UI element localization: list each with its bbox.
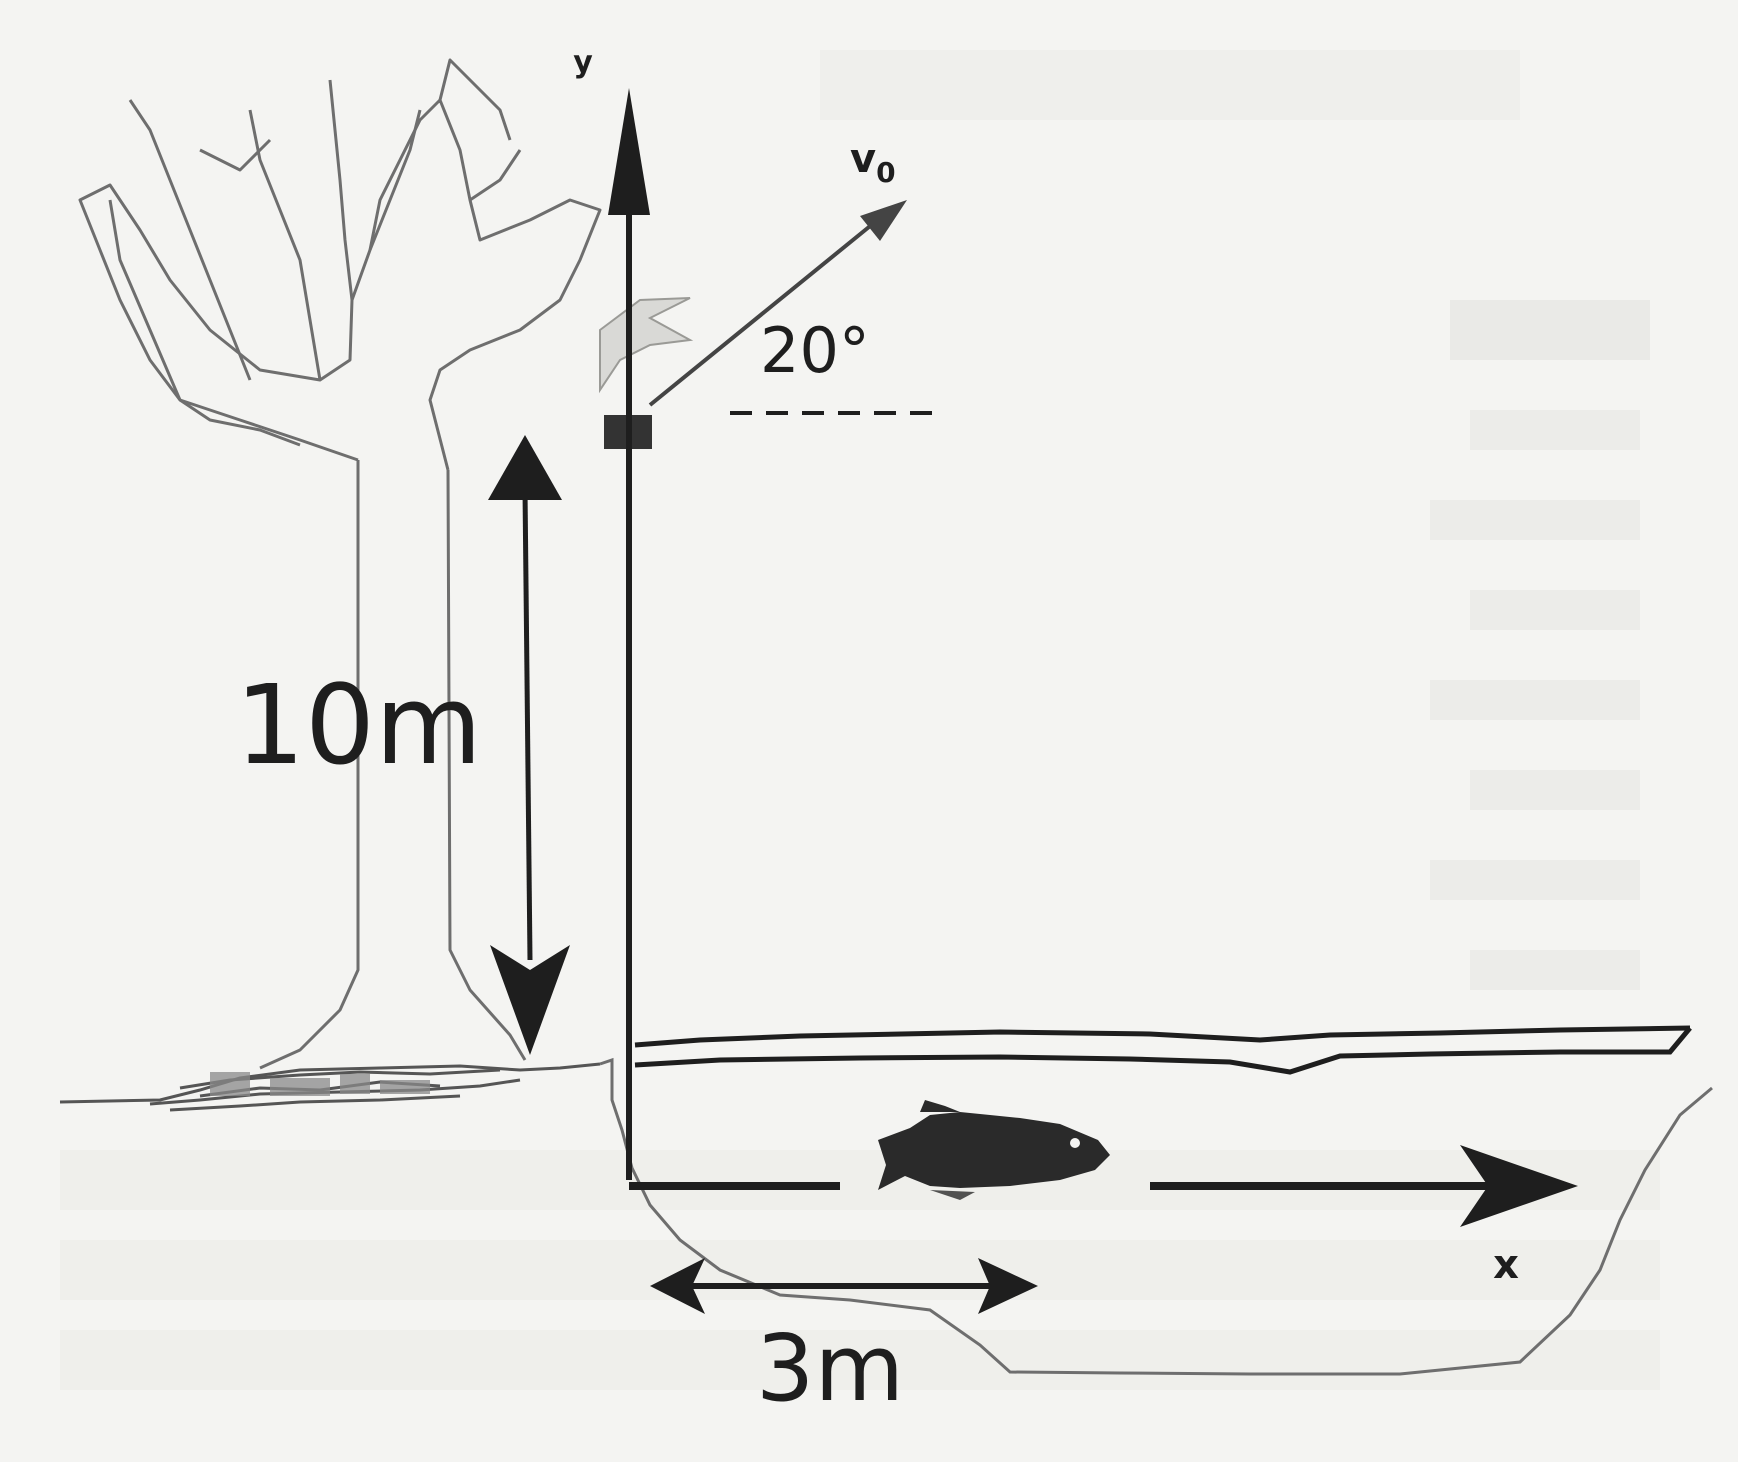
velocity-vector xyxy=(648,200,907,407)
tree-branch-1 xyxy=(108,199,182,401)
distance-dimension-arrow xyxy=(650,1258,1038,1314)
bird-icon xyxy=(599,297,694,449)
y-axis-label: y xyxy=(573,45,593,80)
tree-branch-2 xyxy=(128,99,252,381)
distance-label: 3m xyxy=(756,1315,904,1422)
angle-label: 20° xyxy=(760,314,870,387)
ground-clutter xyxy=(210,1072,430,1096)
y-axis xyxy=(608,88,650,1180)
tree-branch-8 xyxy=(469,149,522,202)
tree-drawing xyxy=(78,58,602,1070)
height-label: 10m xyxy=(235,661,482,789)
tree-crown-outline xyxy=(78,98,602,471)
velocity-symbol: v xyxy=(850,136,876,182)
water-surface xyxy=(634,1025,1692,1075)
tree-trunk-right xyxy=(446,469,527,1061)
x-axis-arrowhead xyxy=(1460,1145,1578,1227)
fish-icon xyxy=(878,1100,1110,1200)
tree-branch-9 xyxy=(179,398,301,447)
height-arrowhead-top xyxy=(488,435,562,500)
background-bleed-through xyxy=(60,50,1660,1390)
height-dimension-arrow xyxy=(488,435,570,1055)
distance-arrowhead-left xyxy=(650,1258,705,1314)
height-arrowhead-bottom xyxy=(490,945,570,1055)
x-axis xyxy=(629,1145,1578,1227)
tree-trunk-left xyxy=(259,460,360,1070)
tree-branch-4 xyxy=(328,79,354,301)
velocity-label: v0 xyxy=(850,136,896,189)
y-axis-arrowhead xyxy=(608,88,650,215)
distance-arrowhead-right xyxy=(978,1258,1038,1314)
x-axis-label: x xyxy=(1493,1242,1519,1288)
tree-branch-5 xyxy=(368,109,422,251)
tree-branch-7 xyxy=(438,58,512,141)
velocity-arrowhead xyxy=(860,200,907,241)
tree-branch-6 xyxy=(199,138,272,172)
velocity-subscript: 0 xyxy=(876,156,895,189)
